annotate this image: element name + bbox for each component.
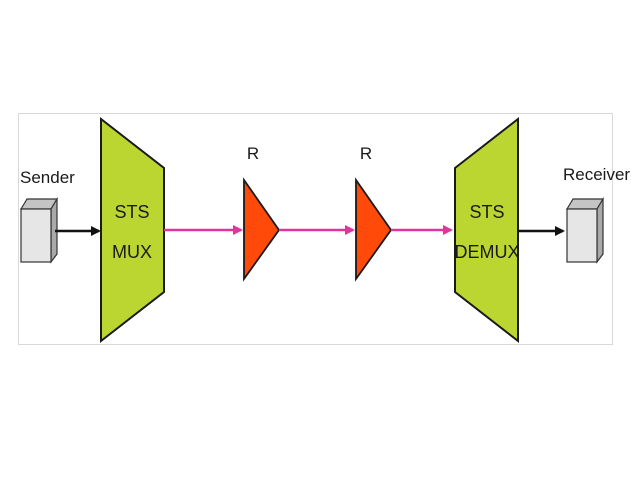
repeater1-label: R	[247, 144, 259, 163]
repeater1-triangle	[243, 177, 281, 282]
sender-terminal-icon	[19, 196, 59, 264]
demux-label-line2: DEMUX	[454, 242, 519, 262]
mux-label-line2: MUX	[112, 242, 152, 262]
receiver-terminal-icon	[565, 196, 605, 264]
demux-label-line1: STS	[469, 202, 504, 222]
sts-demux-block	[454, 116, 519, 344]
repeater2-label: R	[360, 144, 372, 163]
sts-mux-block	[100, 116, 165, 344]
mux-label-line1: STS	[114, 202, 149, 222]
repeater2-triangle	[355, 177, 393, 282]
sender-label: Sender	[20, 168, 75, 187]
receiver-label: Receiver	[563, 165, 630, 184]
